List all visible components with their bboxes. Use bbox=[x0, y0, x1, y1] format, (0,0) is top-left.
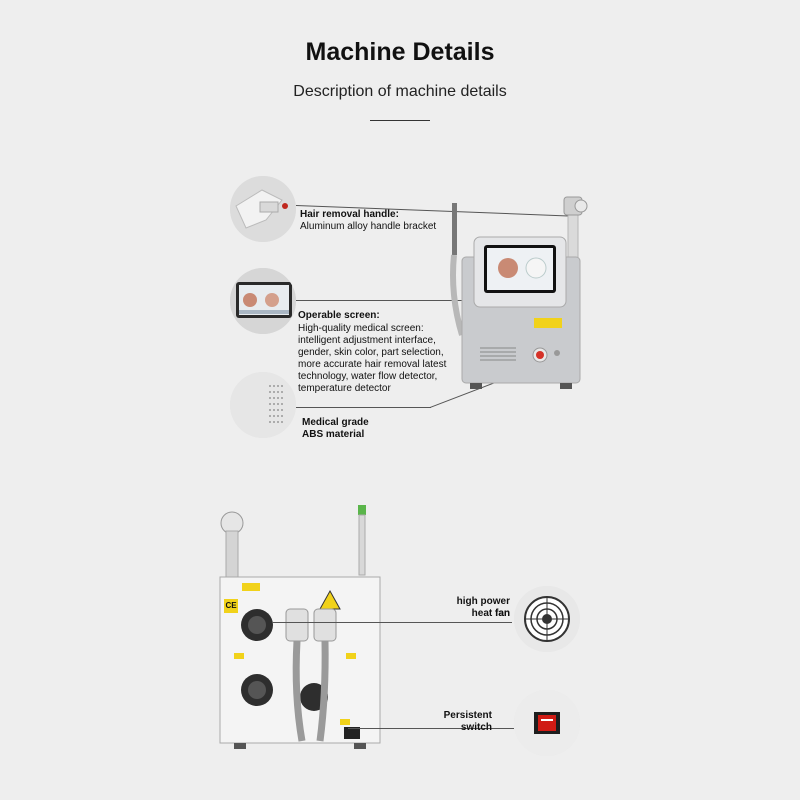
switch-closeup-image bbox=[514, 690, 580, 756]
machine-front-image bbox=[450, 196, 588, 389]
fan-callout-line-2: heat fan bbox=[471, 608, 510, 619]
handle-closeup-image bbox=[230, 176, 296, 242]
handle-callout-desc: Aluminum alloy handle bracket bbox=[300, 221, 437, 232]
material-callout-line-2: ABS material bbox=[302, 429, 365, 440]
screen-callout-desc-line-3: gender, skin color, part selection, bbox=[298, 347, 444, 358]
screen-callout-desc-line-4: more accurate hair removal latest bbox=[298, 359, 447, 370]
switch-callout-line-2: switch bbox=[460, 722, 492, 733]
fan-closeup-image bbox=[514, 586, 580, 652]
screen-callout-desc-line-5: technology, water flow detector, bbox=[298, 371, 438, 382]
fan-leader-line bbox=[272, 622, 512, 623]
material-callout-line-1: Medical grade bbox=[302, 417, 369, 428]
page-title: Machine Details bbox=[305, 38, 495, 66]
title-divider bbox=[370, 120, 430, 121]
screen-callout-title: Operable screen: bbox=[298, 310, 380, 321]
screen-leader-line bbox=[296, 300, 496, 301]
machine-back-image bbox=[219, 505, 381, 749]
material-leader-line bbox=[296, 407, 431, 408]
screen-callout-desc-line-2: intelligent adjustment interface, bbox=[298, 335, 436, 346]
screen-callout-desc-line-1: High-quality medical screen: bbox=[298, 323, 424, 334]
switch-callout-line-1: Persistent bbox=[443, 710, 492, 721]
switch-leader-line bbox=[348, 728, 514, 729]
screen-callout-desc-line-6: temperature detector bbox=[298, 383, 391, 394]
page-subtitle: Description of machine details bbox=[293, 83, 507, 100]
screen-closeup-image bbox=[230, 268, 296, 334]
fan-callout-line-1: high power fan bbox=[456, 596, 510, 619]
ce-mark: CE bbox=[225, 601, 237, 610]
handle-callout-title: Hair removal handle: bbox=[300, 209, 399, 220]
material-closeup-image bbox=[230, 372, 296, 438]
